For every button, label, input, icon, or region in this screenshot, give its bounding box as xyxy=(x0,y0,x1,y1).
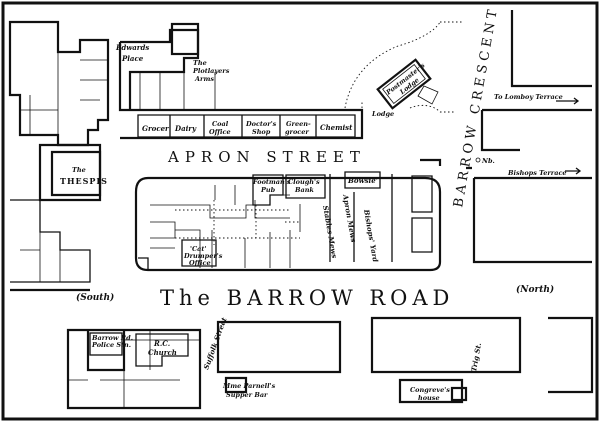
plotlayers-label-1: The xyxy=(193,59,207,67)
south-direction-label: (South) xyxy=(76,292,114,303)
police-label-2: Police Stn. xyxy=(91,341,131,349)
edwards-place-label-2: Place xyxy=(121,54,144,63)
suffolk-street-label: Suffolk Street xyxy=(201,316,228,371)
congreves-house-building xyxy=(450,386,468,402)
east-blocks: To Lomboy Terrace Bishops Terrace Nb. xyxy=(420,10,592,264)
bishops-yard-label: Bishops' Yard xyxy=(362,208,380,263)
greengrocer-label-2: grocer xyxy=(285,128,309,136)
rc-church-label-2: Church xyxy=(148,348,177,357)
apron-mews-label: Apron Mews xyxy=(341,193,358,243)
thespis-theatre: The THESPIS xyxy=(38,143,108,202)
congreves-label-2: house xyxy=(418,394,440,402)
footmans-pub-label-1: Footman's xyxy=(252,178,291,186)
cloughs-bank-label-1: Clough's xyxy=(288,178,320,186)
congreves-label-1: Congreve's xyxy=(410,386,450,394)
chemist-label: Chemist xyxy=(320,123,353,132)
stables-mews-label: Stables Mews xyxy=(321,205,339,259)
thespis-label-1: The xyxy=(72,166,86,174)
plotlayers-label-2: Plotlayers xyxy=(192,67,230,75)
bowsie-label: Bowsie' xyxy=(347,176,378,185)
north-direction-label: (North) xyxy=(516,284,554,295)
lomboy-terrace-label: To Lomboy Terrace xyxy=(494,93,563,101)
thespis-label-2: THESPIS xyxy=(60,176,108,186)
cloughs-bank-label-2: Bank xyxy=(294,186,314,194)
coal-office-label-2: Office xyxy=(209,128,231,136)
crescent-note: Nb. xyxy=(481,157,495,165)
plotlayers-label-3: Arms xyxy=(194,75,214,83)
cat-office-label-1: 'Cat' xyxy=(190,245,206,253)
dairy-label: Dairy xyxy=(174,124,197,133)
south-blocks: Barrow Rd. Police Stn. R.C. Church Mme P… xyxy=(66,316,594,410)
supper-bar-label-2: Supper Bar xyxy=(226,391,268,399)
barrow-road-label: The BARROW ROAD xyxy=(160,286,454,310)
footmans-pub-label-2: Pub xyxy=(260,186,276,194)
trig-st-label: Trig St. xyxy=(469,342,483,372)
cat-office-label-2: Drumper's xyxy=(183,252,223,260)
west-block xyxy=(8,20,110,292)
police-label-1: Barrow Rd. xyxy=(91,334,133,342)
edwards-place-label-1: Edwards xyxy=(115,43,149,52)
greengrocer-label-1: Green- xyxy=(286,120,311,128)
police-station-building xyxy=(89,332,123,356)
cat-office-label-3: Office xyxy=(189,259,211,267)
lodge-label: Lodge xyxy=(371,110,394,118)
doctors-shop-label-2: Shop xyxy=(252,128,271,136)
coal-office-label-1: Coal xyxy=(212,120,229,128)
supper-bar-label-1: Mme Parnell's xyxy=(222,382,276,390)
apron-street-label: APRON STREET xyxy=(167,148,366,166)
bishops-terrace-label: Bishops Terrace xyxy=(507,169,567,177)
doctors-shop-label-1: Doctor's xyxy=(245,120,277,128)
postmaster-lodge: Postmaster's Lodge Lodge xyxy=(344,21,462,118)
plotlayers-arms-building xyxy=(170,22,200,56)
central-block: Footman's Pub Clough's Bank Bowsie' 'Cat… xyxy=(134,171,442,272)
apron-north-block: Grocer Dairy Coal Office Doctor's Shop G… xyxy=(115,22,364,140)
rc-church-label-1: R.C. xyxy=(153,339,170,348)
grocer-label: Grocer xyxy=(142,124,170,133)
